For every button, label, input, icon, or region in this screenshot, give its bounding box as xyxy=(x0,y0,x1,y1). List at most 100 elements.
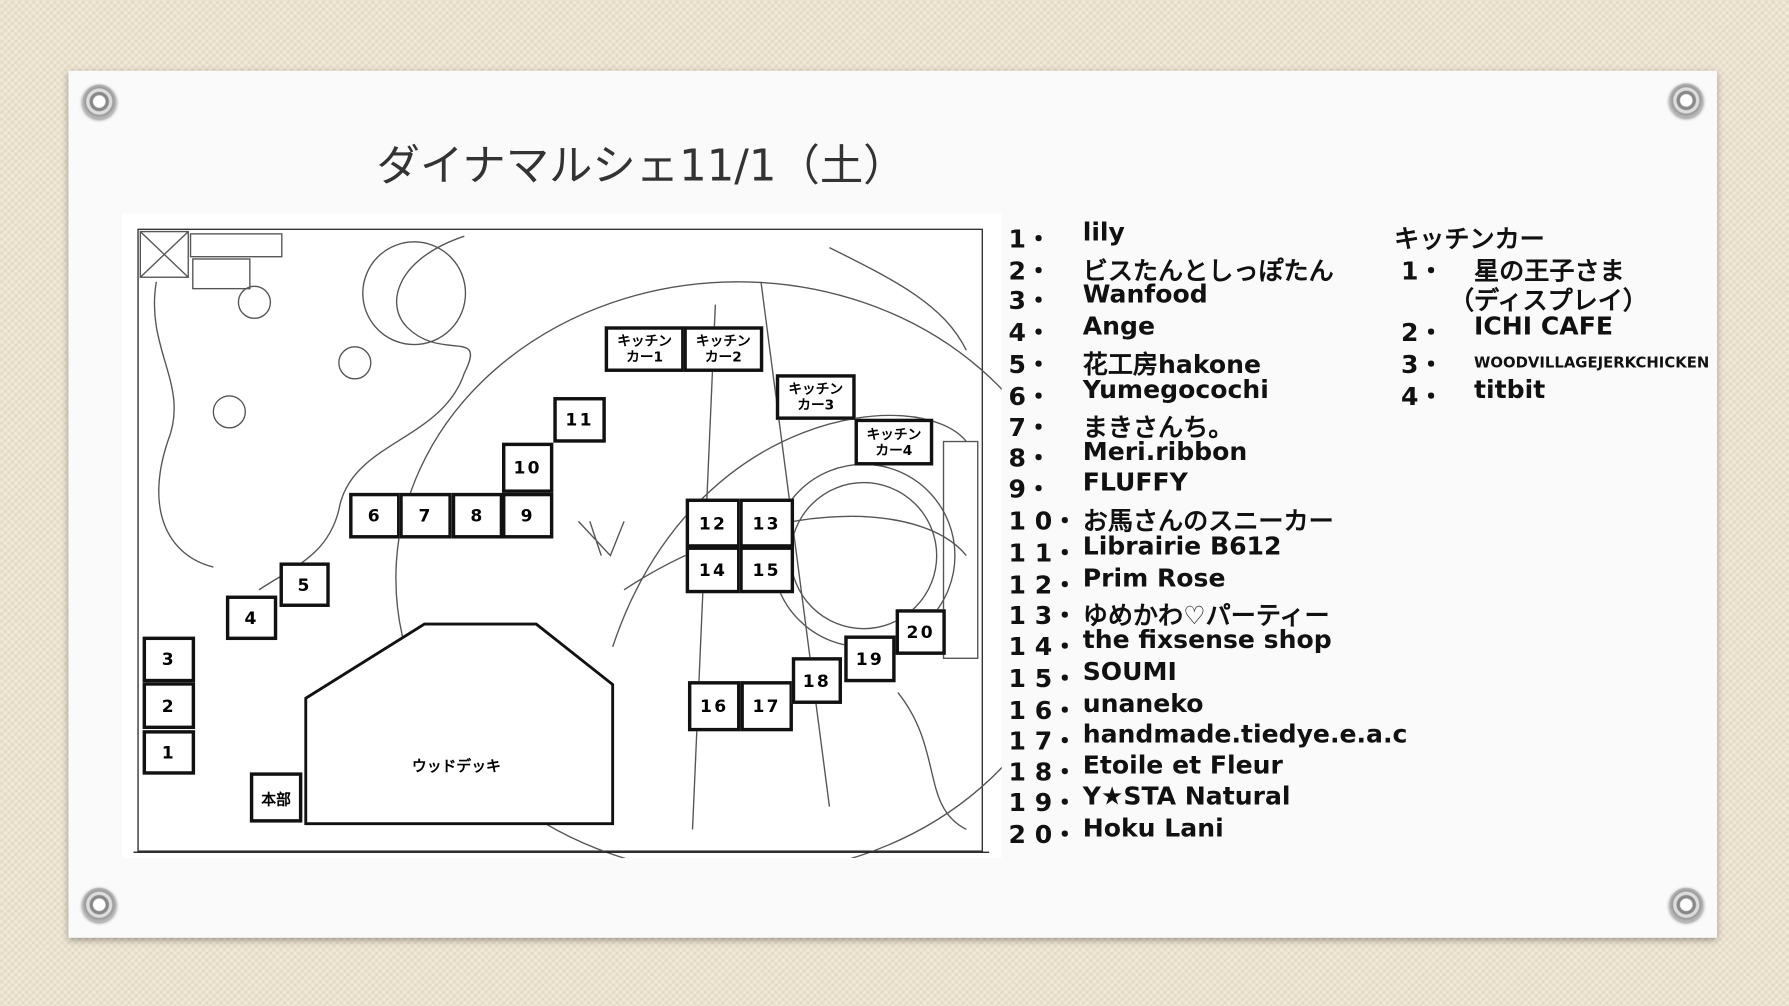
list-item: 1 6・unaneko xyxy=(1008,690,1204,727)
item-name: FLUFFY xyxy=(1082,468,1188,498)
item-name: 星の王子さま xyxy=(1474,257,1625,287)
list-item: 1 9・Y★STA Natural xyxy=(1008,783,1291,820)
list-item: 1 7・handmade.tiedye.e.a.c xyxy=(1008,721,1408,758)
list-item: 2 0・Hoku Lani xyxy=(1008,815,1224,852)
item-number: 1 5・ xyxy=(1008,665,1078,694)
booth-16[interactable]: 16 xyxy=(687,681,741,732)
booth-9[interactable]: 9 xyxy=(501,492,554,539)
item-name: Wanfood xyxy=(1082,280,1208,310)
kitchen-car-4[interactable]: キッチン カー4 xyxy=(854,418,934,466)
list-item: 9・FLUFFY xyxy=(1009,469,1188,506)
item-number: 1・ xyxy=(1008,225,1052,255)
item-number: 3・ xyxy=(1008,287,1052,317)
booth-19[interactable]: 19 xyxy=(844,635,896,683)
item-name: ICHI CAFE xyxy=(1474,312,1614,342)
list-item: 1 5・SOUMI xyxy=(1008,658,1177,695)
item-name: お馬さんのスニーカー xyxy=(1082,507,1334,537)
item-name: Etoile et Fleur xyxy=(1082,751,1283,781)
item-number: 1 2・ xyxy=(1008,571,1078,601)
booth-17[interactable]: 17 xyxy=(740,681,793,732)
item-name: Librairie B612 xyxy=(1082,532,1282,562)
kitchen-car-1[interactable]: キッチン カー1 xyxy=(604,326,685,372)
booth-13[interactable]: 13 xyxy=(739,498,795,548)
list-item: 1・星の王子さま xyxy=(1401,251,1625,288)
list-item: 5・ 花工房hakone xyxy=(1008,345,1261,382)
list-item: 4・ Ange xyxy=(1008,313,1155,350)
item-name: ゆめかわ♡パーティー xyxy=(1082,602,1330,631)
screw-icon xyxy=(82,84,117,119)
item-name: Yumegocochi xyxy=(1082,376,1269,406)
item-number: 1 0・ xyxy=(1008,507,1078,537)
kitchen-car-2[interactable]: キッチン カー2 xyxy=(683,326,764,372)
list-item: 1・ lily xyxy=(1008,219,1125,256)
item-number: 4・ xyxy=(1401,383,1444,412)
kitchen-car-3[interactable]: キッチン カー3 xyxy=(775,374,856,420)
booth-2[interactable]: 2 xyxy=(142,682,196,730)
booth-8[interactable]: 8 xyxy=(451,492,504,539)
item-name: titbit xyxy=(1474,376,1546,406)
item-number: 1 8・ xyxy=(1008,758,1078,788)
list-item: 2・ ICHI CAFE xyxy=(1401,313,1613,350)
booth-15[interactable]: 15 xyxy=(739,546,795,594)
wood-deck-label: ウッドデッキ xyxy=(411,758,501,776)
item-name: ビスたんとしっぽたん xyxy=(1082,257,1334,287)
list-item: 1 2・Prim Rose xyxy=(1008,565,1226,602)
item-name: Ange xyxy=(1082,312,1156,342)
screw-icon xyxy=(82,887,117,922)
booth-7[interactable]: 7 xyxy=(399,492,452,539)
booth-10[interactable]: 10 xyxy=(501,442,554,493)
item-number: 1・ xyxy=(1401,257,1444,287)
item-name: the fixsense shop xyxy=(1082,626,1332,655)
item-name: まきさんち。 xyxy=(1082,414,1234,443)
booth-5[interactable]: 5 xyxy=(279,562,330,607)
venue-map: 1 2 3 4 5 6 7 8 9 10 11 12 13 14 15 16 1… xyxy=(122,213,1002,858)
item-number: 1 9・ xyxy=(1008,789,1078,819)
booth-4[interactable]: 4 xyxy=(225,595,278,641)
booth-18[interactable]: 18 xyxy=(791,657,842,704)
item-number: 8・ xyxy=(1008,444,1052,474)
booth-3[interactable]: 3 xyxy=(142,636,196,683)
booth-12[interactable]: 12 xyxy=(685,498,741,548)
item-name: unaneko xyxy=(1082,690,1204,719)
item-name: 花工房hakone xyxy=(1082,351,1261,380)
item-name: lily xyxy=(1082,219,1125,248)
booth-6[interactable]: 6 xyxy=(349,492,401,539)
booth-11[interactable]: 11 xyxy=(553,397,606,443)
item-number: 1 6・ xyxy=(1008,697,1078,726)
booth-14[interactable]: 14 xyxy=(685,546,741,594)
item-number: 4・ xyxy=(1008,319,1052,348)
item-name: Prim Rose xyxy=(1082,564,1226,594)
list-item: 1 3・ゆめかわ♡パーティー xyxy=(1008,596,1330,633)
item-name: WOODVILLAGEJERKCHICKEN xyxy=(1474,354,1710,372)
list-item: 3・ WOODVILLAGEJERKCHICKEN xyxy=(1401,345,1709,382)
item-number: 2・ xyxy=(1401,319,1444,348)
item-name: SOUMI xyxy=(1082,658,1177,687)
item-number: 1 3・ xyxy=(1008,602,1078,631)
item-name: Meri.ribbon xyxy=(1082,438,1248,467)
item-name: Hoku Lani xyxy=(1082,814,1224,844)
screw-icon xyxy=(1669,83,1704,118)
list-item: 1 0・お馬さんのスニーカー xyxy=(1008,501,1334,538)
item-subtitle: （ディスプレイ） xyxy=(1448,287,1648,317)
list-item: 2・ビスたんとしっぽたん xyxy=(1008,251,1334,288)
item-number: 3・ xyxy=(1401,351,1444,380)
kitchen-car-header: キッチンカー xyxy=(1394,225,1545,255)
page-title: ダイナマルシェ11/1（土） xyxy=(376,140,907,191)
booth-20[interactable]: 20 xyxy=(895,609,946,655)
list-item: 1 8・Etoile et Fleur xyxy=(1008,752,1283,789)
item-number: 1 1・ xyxy=(1008,539,1078,569)
list-item: 6・ Yumegocochi xyxy=(1008,376,1269,413)
item-number: 6・ xyxy=(1008,383,1052,412)
screw-icon xyxy=(1669,887,1704,922)
list-item: 3・ Wanfood xyxy=(1008,281,1208,318)
booth-1[interactable]: 1 xyxy=(142,730,196,775)
item-number: 1 7・ xyxy=(1008,727,1078,757)
item-number: 7・ xyxy=(1008,414,1052,443)
item-number: 2・ xyxy=(1008,257,1052,287)
item-number: 2 0・ xyxy=(1008,821,1078,850)
list-item: 1 4・the fixsense shop xyxy=(1008,626,1332,663)
item-number: 1 4・ xyxy=(1008,633,1078,662)
item-number: 5・ xyxy=(1008,351,1052,380)
headquarters[interactable]: 本部 xyxy=(249,772,303,823)
